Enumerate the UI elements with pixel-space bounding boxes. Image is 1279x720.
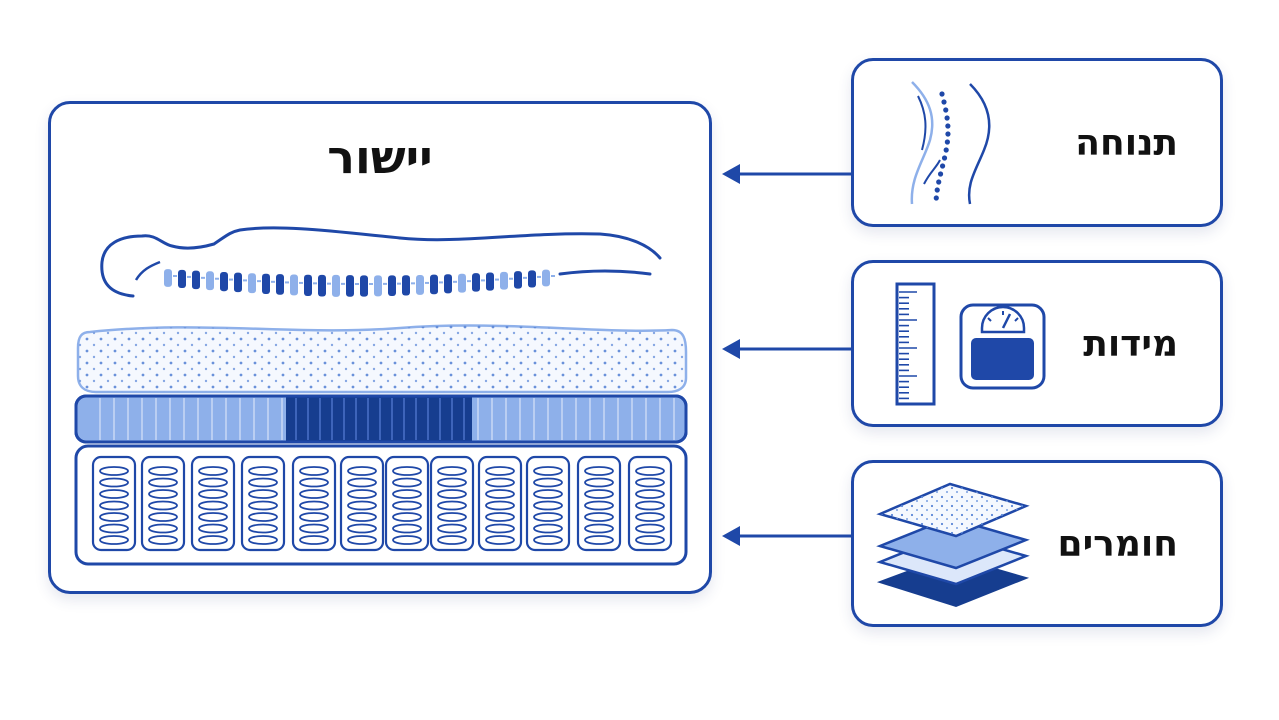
spine-sleeper-icon	[100, 226, 662, 298]
materials-card: חומרים	[851, 460, 1223, 627]
firm-zone	[286, 396, 472, 442]
spine-profile-icon	[910, 81, 991, 205]
alignment-title: יישור	[327, 130, 433, 184]
posture-label: תנוחה	[1075, 122, 1178, 163]
arrow-materials	[722, 526, 851, 546]
materials-label: חומרים	[1057, 523, 1178, 564]
posture-card: תנוחה	[851, 58, 1223, 227]
material-layers-icon	[876, 482, 1030, 608]
ruler-icon	[895, 282, 936, 406]
mattress-icon	[74, 324, 688, 566]
scale-icon	[959, 303, 1046, 390]
arrow-posture	[722, 164, 851, 184]
arrow-dimensions	[722, 339, 851, 359]
dimensions-label: מידות	[1083, 323, 1178, 364]
